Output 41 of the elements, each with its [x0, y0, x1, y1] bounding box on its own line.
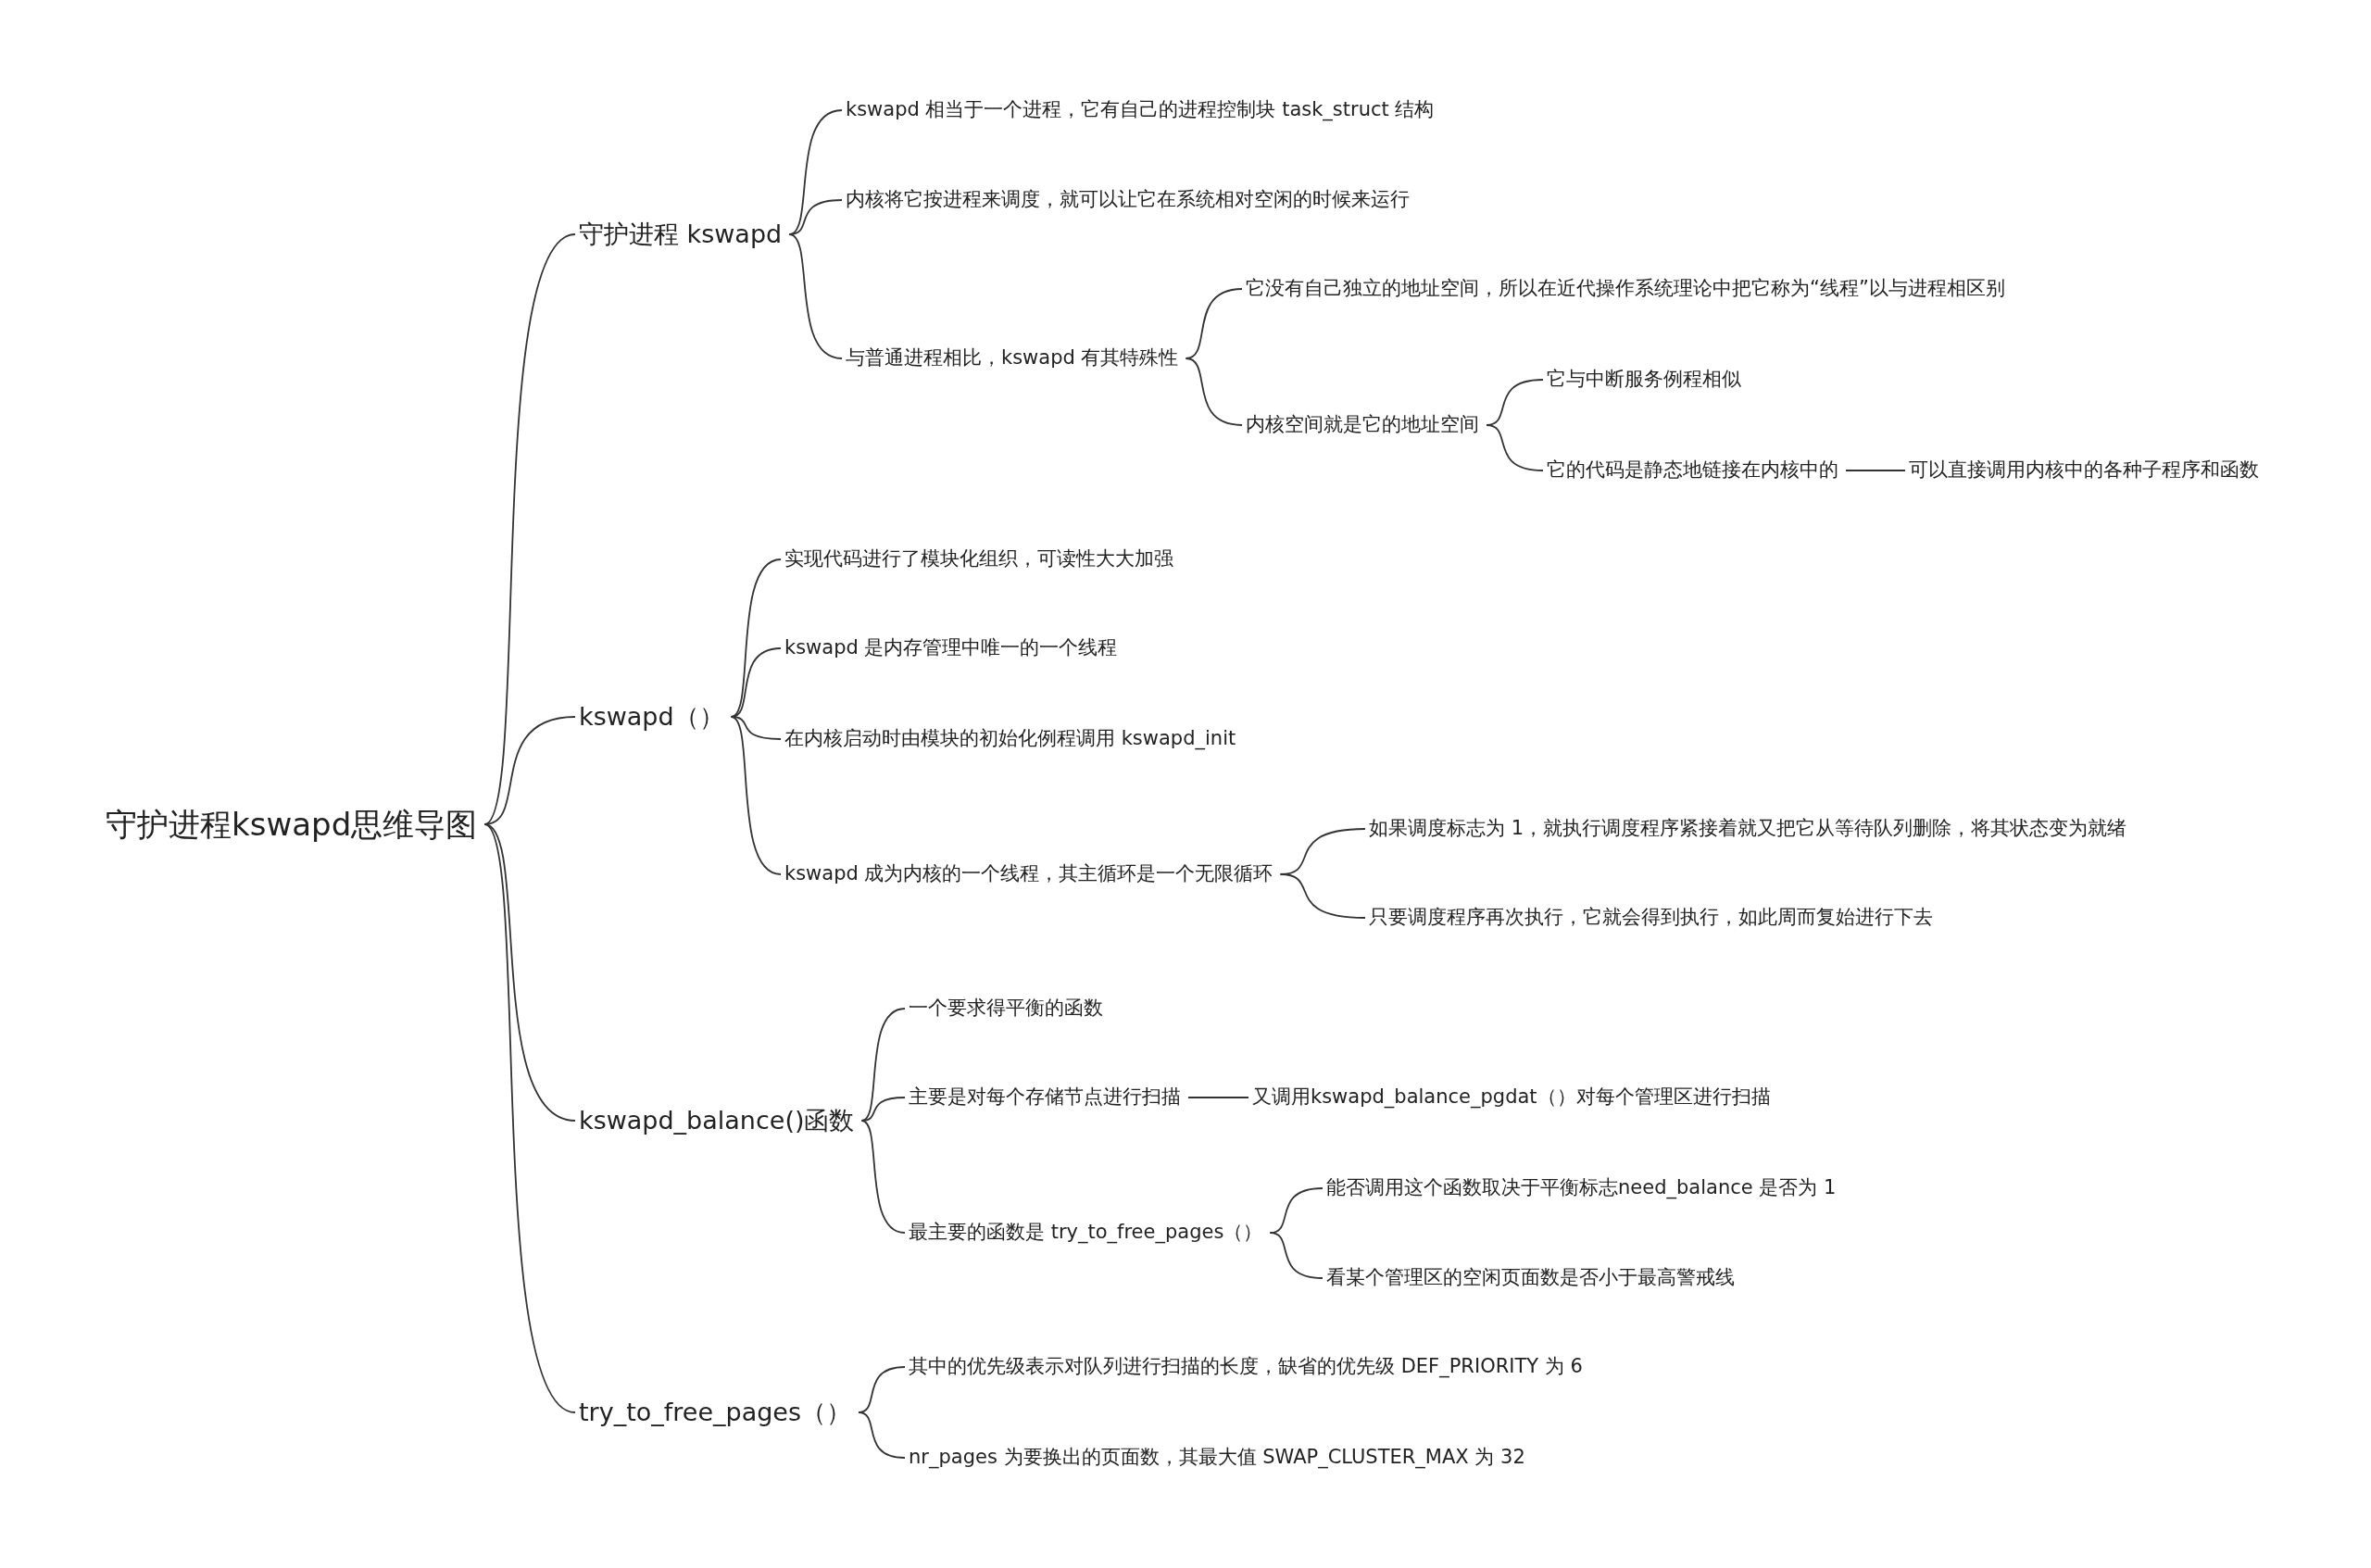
- topic-text: 主要是对每个存储节点进行扫描: [909, 1084, 1181, 1111]
- connector-line: [483, 823, 576, 1413]
- topic-text: 内核空间就是它的地址空间: [1246, 411, 1479, 439]
- topic-text: 它与中断服务例程相似: [1547, 366, 1741, 394]
- topic-text: nr_pages 为要换出的页面数，其最大值 SWAP_CLUSTER_MAX 为 32: [909, 1444, 1525, 1472]
- branch-topic: kswapd（）: [579, 699, 724, 734]
- topic-text: 它没有自己独立的地址空间，所以在近代操作系统理论中把它称为“线程”以与进程相区别: [1246, 275, 2005, 303]
- connector-line: [730, 716, 782, 875]
- connector-line: [860, 1120, 906, 1234]
- topic-text: 内核将它按进程来调度，就可以让它在系统相对空闲的时候来运行: [846, 186, 1410, 214]
- topic-text: 一个要求得平衡的函数: [909, 995, 1103, 1022]
- topic-text: 最主要的函数是 try_to_free_pages（）: [909, 1219, 1263, 1247]
- topic-text: kswapd 成为内核的一个线程，其主循环是一个无限循环: [784, 860, 1273, 888]
- topic-text: 与普通进程相比，kswapd 有其特殊性: [846, 345, 1179, 372]
- topic-text: 其中的优先级表示对队列进行扫描的长度，缺省的优先级 DEF_PRIORITY 为 6: [909, 1353, 1583, 1381]
- branch-topic: 守护进程 kswapd: [579, 217, 783, 252]
- connector-line: [483, 823, 576, 1122]
- topic-text: 在内核启动时由模块的初始化例程调用 kswapd_init: [784, 725, 1236, 753]
- topic-text: 它的代码是静态地链接在内核中的: [1547, 457, 1838, 484]
- topic-text: 实现代码进行了模块化组织，可读性大大加强: [784, 546, 1173, 573]
- topic-text: 只要调度程序再次执行，它就会得到执行，如此周而复始进行下去: [1369, 904, 1933, 932]
- connector-line: [860, 1008, 906, 1122]
- topic-text: 又调用kswapd_balance_pgdat（）对每个管理区进行扫描: [1252, 1084, 1771, 1111]
- connector-line: [1279, 873, 1366, 919]
- connector-line: [1185, 358, 1243, 426]
- connector-line: [483, 233, 576, 825]
- topic-text: 能否调用这个函数取决于平衡标志need_balance 是否为 1: [1326, 1174, 1837, 1202]
- branch-topic: try_to_free_pages（）: [579, 1395, 851, 1430]
- connector-line: [1269, 1232, 1323, 1279]
- connector-line: [1845, 470, 1906, 471]
- branch-topic: kswapd_balance()函数: [579, 1103, 855, 1138]
- connector-line: [1486, 424, 1544, 471]
- topic-text: 如果调度标志为 1，就执行调度程序紧接着就又把它从等待队列删除，将其状态变为就绪: [1369, 815, 2127, 843]
- topic-text: 看某个管理区的空闲页面数是否小于最高警戒线: [1326, 1264, 1735, 1292]
- topic-text: kswapd 是内存管理中唯一的一个线程: [784, 634, 1118, 662]
- root-topic: 守护进程kswapd思维导图: [106, 803, 478, 846]
- connector-line: [858, 1411, 906, 1459]
- topic-text: kswapd 相当于一个进程，它有自己的进程控制块 task_struct 结构: [846, 96, 1435, 124]
- topic-text: 可以直接调用内核中的各种子程序和函数: [1909, 457, 2259, 484]
- connector-line: [1187, 1097, 1249, 1098]
- connector-line: [788, 233, 843, 359]
